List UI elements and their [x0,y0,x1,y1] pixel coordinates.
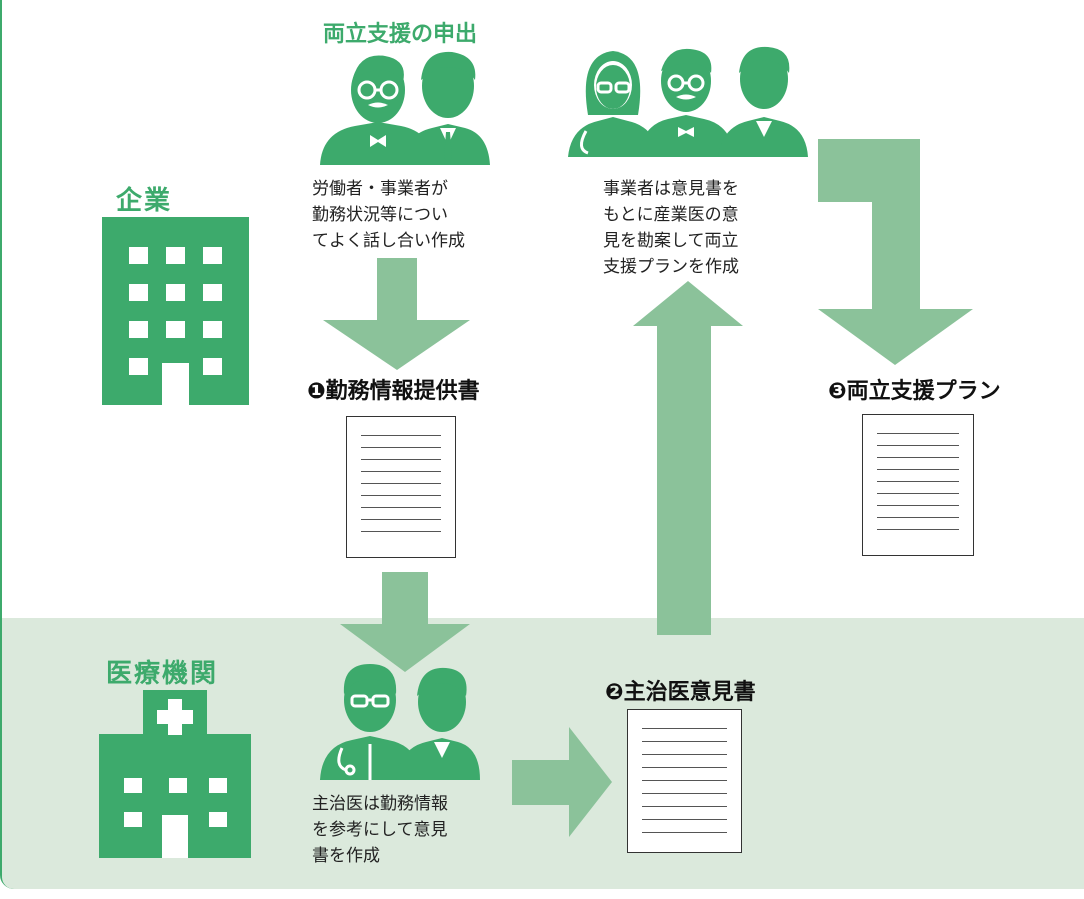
arrow-right-to-document-2 [512,727,612,837]
doctor-description: 主治医は勤務情報 を参考にして意見 書を作成 [312,794,448,866]
doctor-worker-icon [320,664,480,780]
document-2-sheet [627,709,742,853]
arrow-down-to-document-1 [323,258,470,370]
document-2-title: ❷主治医意見書 [605,680,756,705]
worker-employer-icon [320,51,490,165]
employer-description: 事業者は意見書を もとに産業医の意 見を勘案して両立 支援プランを作成 [603,179,739,277]
request-title: 両立支援の申出 [323,22,478,47]
document-3-sheet [862,414,974,556]
arrow-elbow-to-document-3 [818,139,973,365]
document-1-sheet [346,416,456,558]
arrow-down-to-doctor [340,572,470,672]
nurse-doctor-employer-icon [568,46,808,157]
document-3-title: ❸両立支援プラン [828,379,1001,404]
company-label: 企業 [116,186,173,216]
arrow-up-to-employer [633,281,743,635]
company-building-icon [102,217,249,405]
hospital-building-icon [99,690,251,858]
document-1-title: ❶勤務情報提供書 [307,379,480,404]
request-description: 労働者・事業者が 勤務状況等につい てよく話し合い作成 [312,179,465,251]
medical-institution-label: 医療機関 [106,659,219,689]
